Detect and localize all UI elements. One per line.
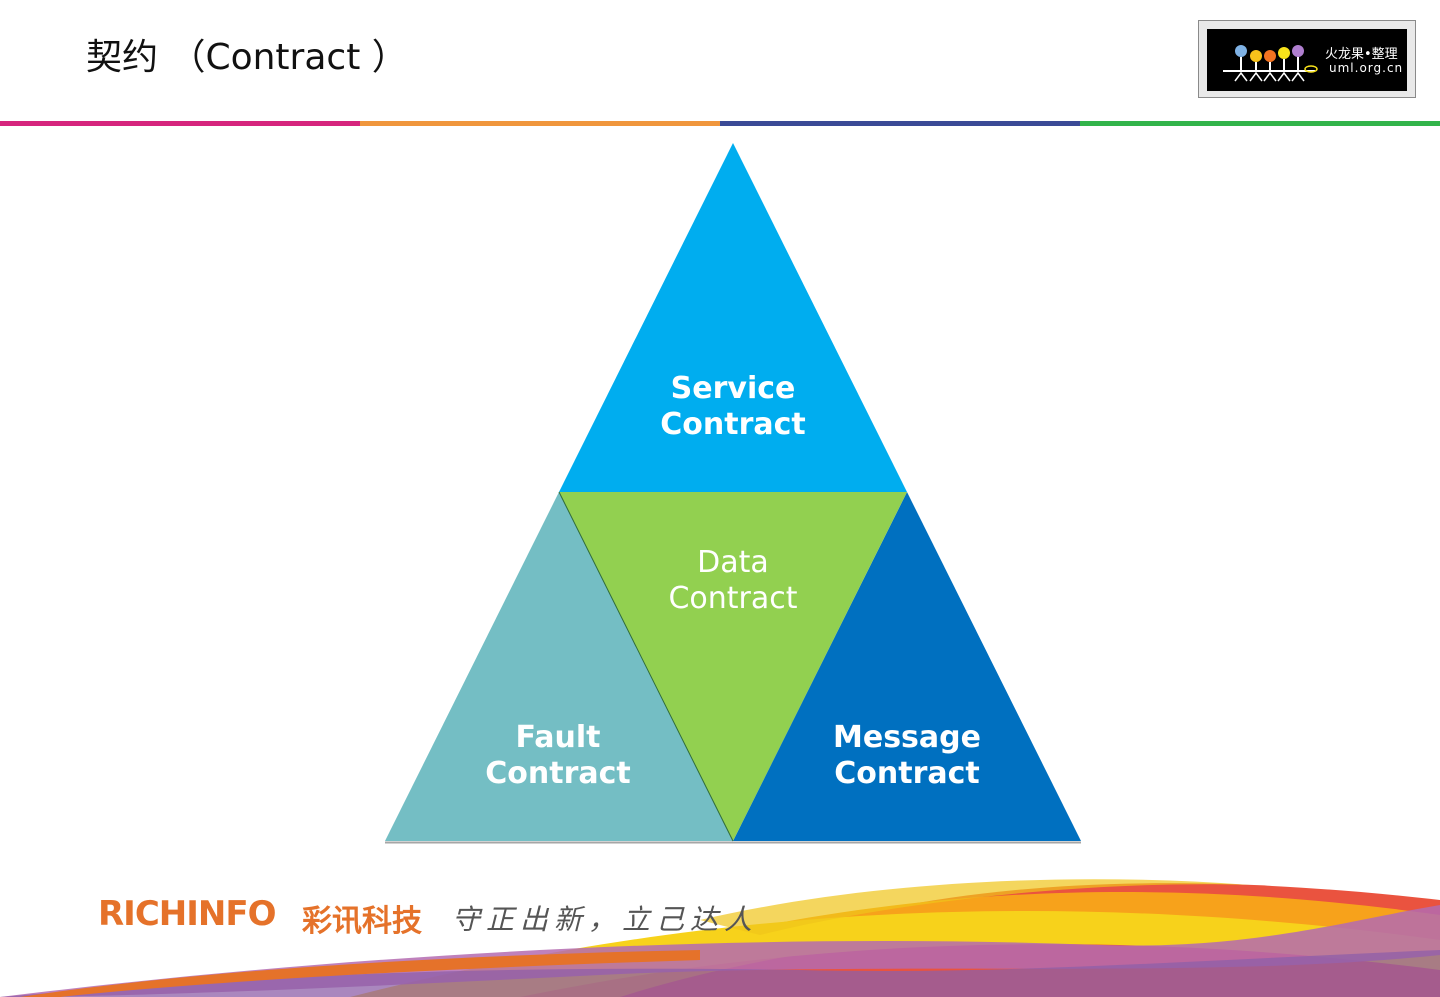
service-contract-label-line2: Contract xyxy=(613,407,853,443)
fault-contract-label-line1: Fault xyxy=(438,720,678,756)
fault-contract-label: Fault Contract xyxy=(438,720,678,792)
service-contract-label: Service Contract xyxy=(613,371,853,443)
message-contract-label: Message Contract xyxy=(787,720,1027,792)
message-contract-label-line2: Contract xyxy=(787,756,1027,792)
footer-brand-logo: RICHINFO xyxy=(98,894,275,934)
fault-contract-label-line2: Contract xyxy=(438,756,678,792)
message-contract-label-line1: Message xyxy=(787,720,1027,756)
footer-brand-cn: 彩讯科技 xyxy=(302,896,422,940)
data-contract-label-line1: Data xyxy=(613,545,853,581)
service-contract-label-line1: Service xyxy=(613,371,853,407)
data-contract-label: Data Contract xyxy=(613,545,853,617)
footer-slogan: 守正出新，立己达人 xyxy=(452,898,758,938)
data-contract-label-line2: Contract xyxy=(613,581,853,617)
